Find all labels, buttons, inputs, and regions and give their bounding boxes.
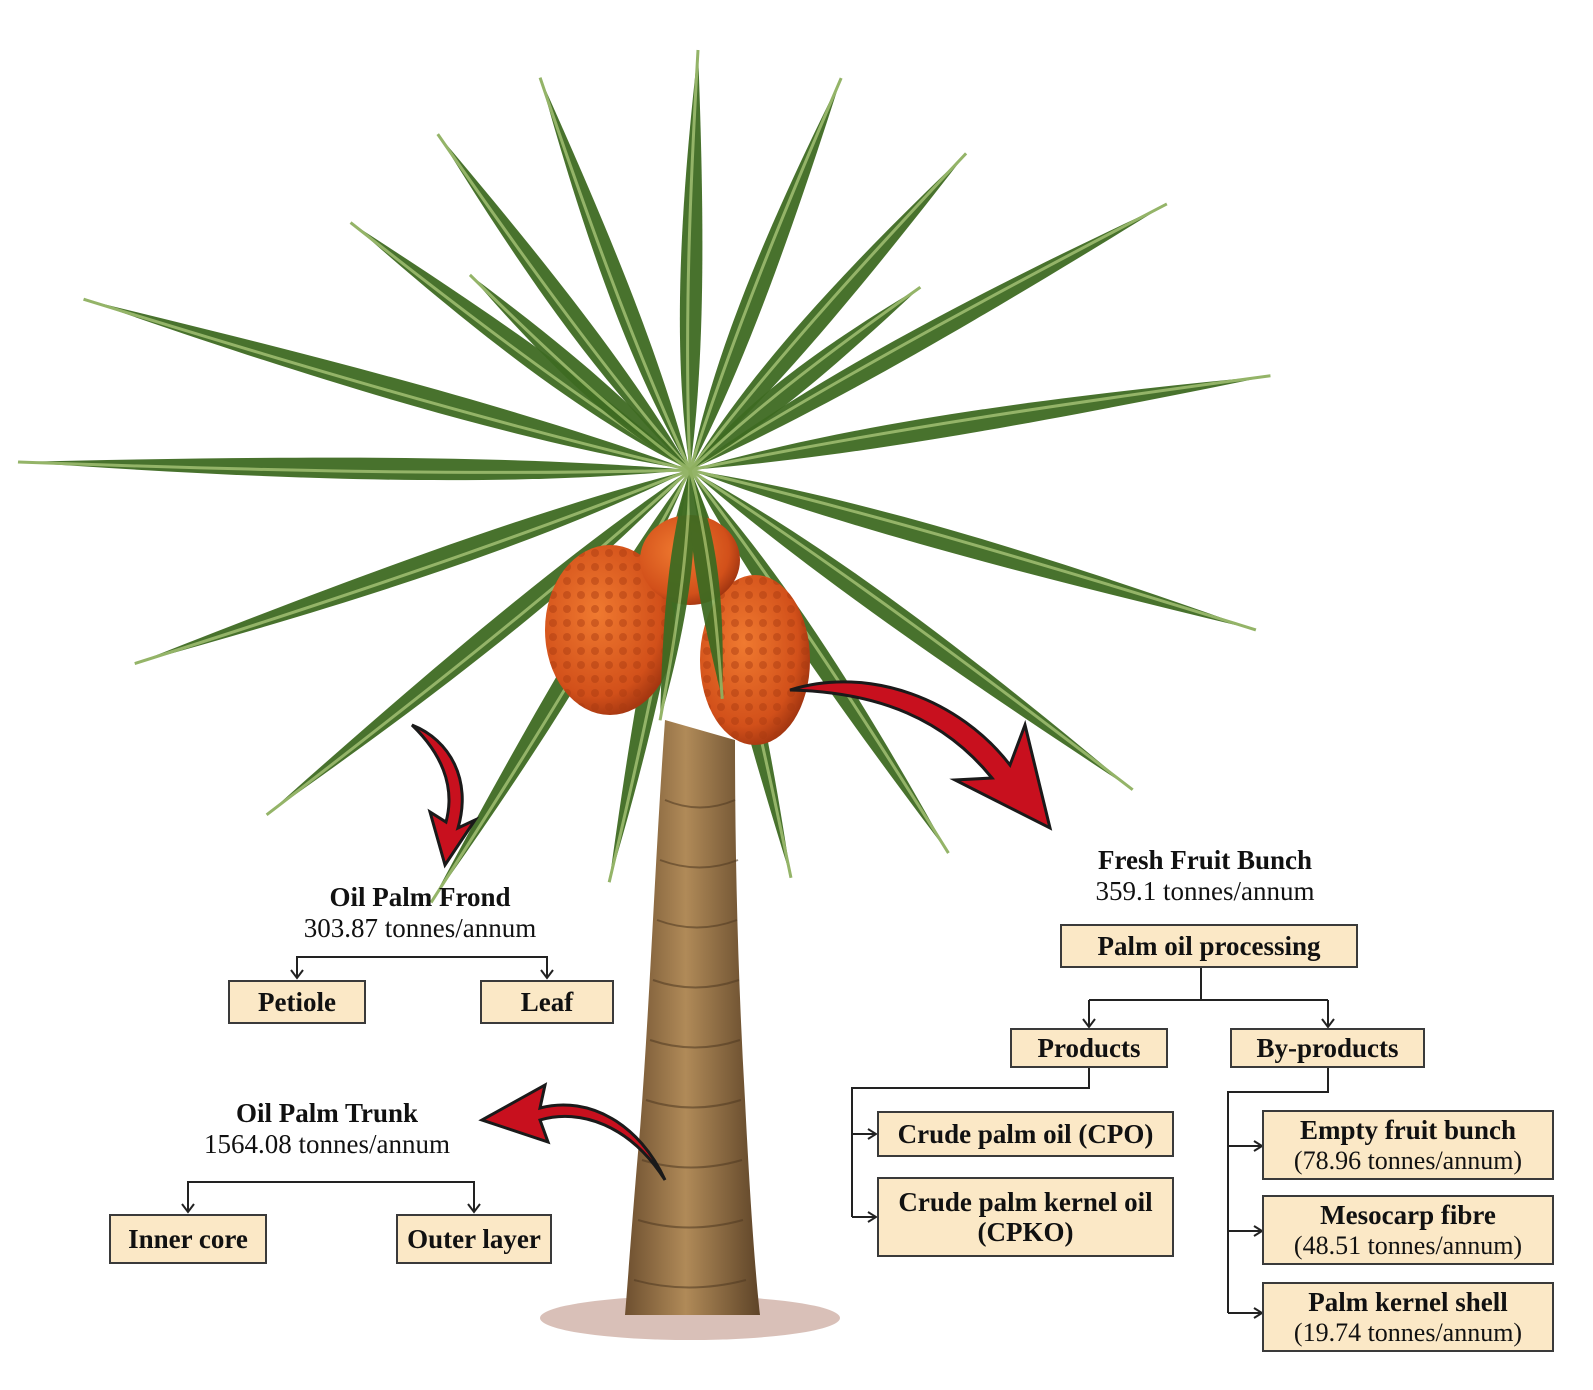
palm-kernel-shell-box: Palm kernel shell (19.74 tonnes/annum) <box>1262 1282 1554 1352</box>
palm-oil-processing-box: Palm oil processing <box>1060 924 1358 968</box>
trunk-scales <box>633 799 747 1289</box>
trunk-amount: 1564.08 tonnes/annum <box>204 1129 450 1159</box>
by-products-box: By-products <box>1230 1028 1425 1068</box>
cpko-label-2: (CPKO) <box>977 1217 1074 1247</box>
leaf-box: Leaf <box>480 980 614 1024</box>
ffb-title: Fresh Fruit Bunch <box>1097 845 1313 875</box>
trunk-caption: Oil Palm Trunk 1564.08 tonnes/annum <box>172 1098 482 1160</box>
cpo-label: Crude palm oil (CPO) <box>897 1118 1154 1149</box>
cpko-label: Crude palm kernel oil <box>898 1186 1153 1217</box>
frond-connectors <box>290 956 554 980</box>
fruit-bunch-arrow <box>789 680 1053 831</box>
outer-layer-label: Outer layer <box>407 1223 541 1254</box>
trunk-arrow <box>478 1082 667 1181</box>
products-box: Products <box>1010 1028 1168 1068</box>
frond-group <box>18 48 1271 914</box>
petiole-box: Petiole <box>228 980 366 1024</box>
cpo-box: Crude palm oil (CPO) <box>877 1111 1174 1157</box>
efb-amount: (78.96 tonnes/annum) <box>1293 1145 1523 1175</box>
trunk-title: Oil Palm Trunk <box>235 1098 419 1128</box>
inner-core-label: Inner core <box>128 1223 248 1254</box>
processing-label: Palm oil processing <box>1097 930 1321 961</box>
ffb-amount: 359.1 tonnes/annum <box>1095 876 1315 906</box>
frond-arrow <box>410 723 480 869</box>
by-products-label: By-products <box>1256 1032 1399 1063</box>
products-label: Products <box>1037 1032 1141 1063</box>
processing-connectors <box>851 968 1335 1319</box>
frond-amount: 303.87 tonnes/annum <box>303 913 537 943</box>
ffb-caption: Fresh Fruit Bunch 359.1 tonnes/annum <box>1055 845 1355 907</box>
leaf-label: Leaf <box>520 986 574 1017</box>
mesocarp-label: Mesocarp fibre <box>1320 1200 1496 1231</box>
empty-fruit-bunch-box: Empty fruit bunch (78.96 tonnes/annum) <box>1262 1110 1554 1180</box>
palm-trunk <box>625 720 760 1315</box>
petiole-label: Petiole <box>258 986 336 1017</box>
frond-caption: Oil Palm Frond 303.87 tonnes/annum <box>270 882 570 944</box>
cpko-box: Crude palm kernel oil (CPKO) <box>877 1177 1174 1257</box>
mesocarp-amount: (48.51 tonnes/annum) <box>1293 1230 1523 1260</box>
mesocarp-fibre-box: Mesocarp fibre (48.51 tonnes/annum) <box>1262 1195 1554 1265</box>
inner-core-box: Inner core <box>109 1214 267 1264</box>
trunk-connectors <box>181 1181 481 1214</box>
pks-amount: (19.74 tonnes/annum) <box>1293 1317 1523 1347</box>
outer-layer-box: Outer layer <box>396 1214 552 1264</box>
ground-shadow <box>540 1296 840 1340</box>
frond-title: Oil Palm Frond <box>329 882 511 912</box>
pks-label: Palm kernel shell <box>1308 1287 1508 1318</box>
efb-label: Empty fruit bunch <box>1299 1115 1517 1146</box>
